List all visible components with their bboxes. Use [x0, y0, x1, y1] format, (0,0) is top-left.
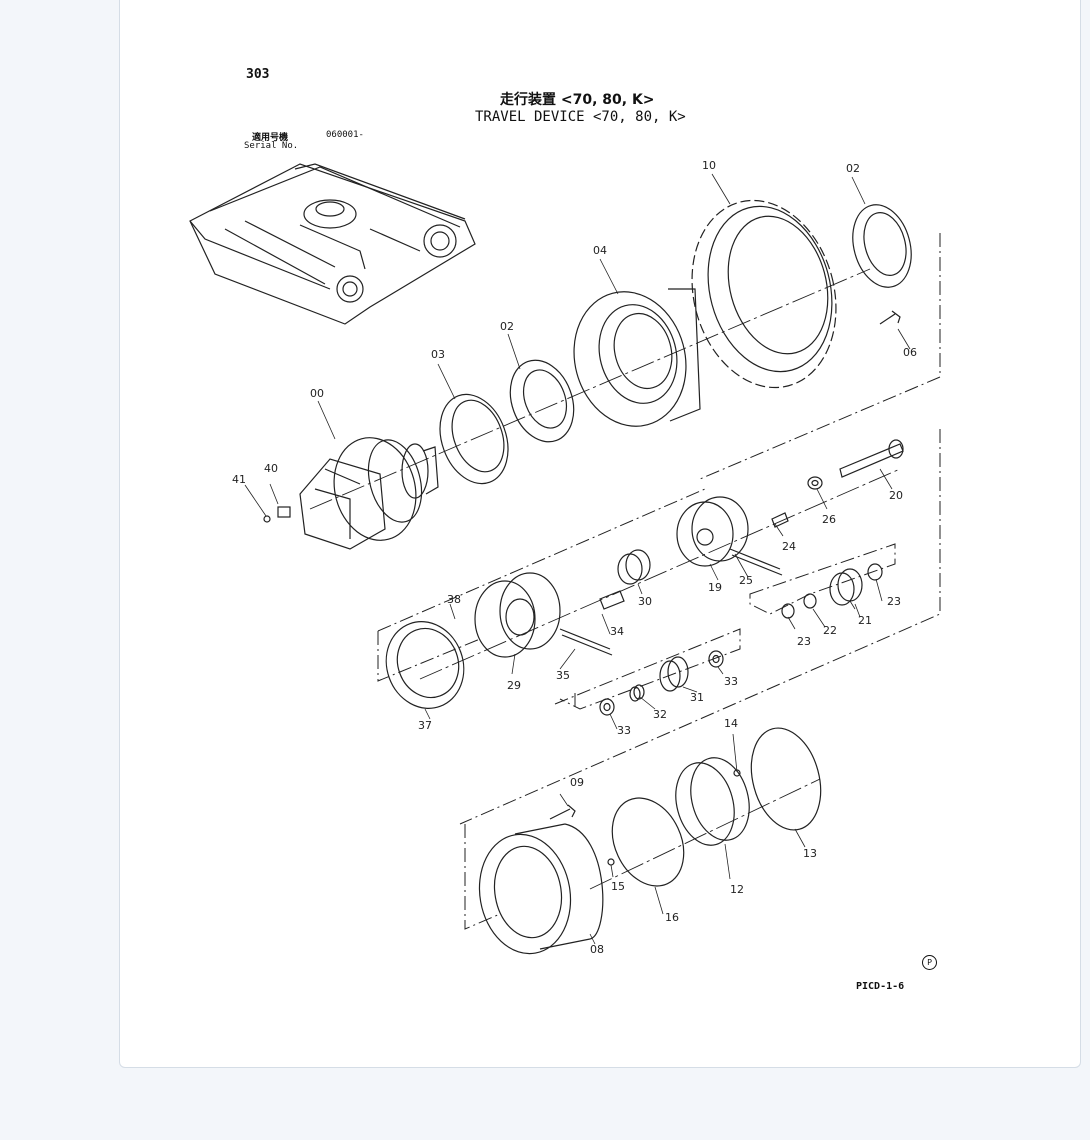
part-label-10: 10 [702, 159, 716, 172]
part-label-21: 21 [858, 614, 872, 627]
part-label-26: 26 [822, 513, 836, 526]
part-label-34: 34 [610, 625, 624, 638]
part-label-35: 35 [556, 669, 570, 682]
serial-label-english: Serial No. [244, 141, 299, 151]
part-label-23-right: 23 [887, 595, 901, 608]
document-card: 00 02 02 03 04 06 08 09 10 12 13 14 15 1… [119, 0, 1081, 1068]
parts-diagram-sheet: 00 02 02 03 04 06 08 09 10 12 13 14 15 1… [120, 0, 1080, 1067]
part-label-00: 00 [310, 387, 324, 400]
part-label-32: 32 [653, 708, 667, 721]
ring-gear-08 [478, 823, 604, 955]
part-label-23-left: 23 [797, 635, 811, 648]
carrier-19 [676, 496, 789, 576]
drawing-code: PICD-1-6 [856, 981, 905, 992]
part-label-37: 37 [418, 719, 432, 732]
housing-04 [573, 288, 701, 427]
part-label-08: 08 [590, 943, 604, 956]
part-label-40: 40 [264, 462, 278, 475]
part-label-19: 19 [708, 581, 722, 594]
part-label-33-upper: 33 [724, 675, 738, 688]
part-label-09: 09 [570, 776, 584, 789]
part-label-20: 20 [889, 489, 903, 502]
part-label-29: 29 [507, 679, 521, 692]
part-label-38: 38 [447, 593, 461, 606]
part-label-16: 16 [665, 911, 679, 924]
part-label-41: 41 [232, 473, 246, 486]
part-label-06: 06 [903, 346, 917, 359]
part-label-31: 31 [690, 691, 704, 704]
seal-03 [439, 393, 509, 485]
carrier-29 [474, 572, 625, 658]
sprocket-10 [691, 199, 837, 389]
part-label-12: 12 [730, 883, 744, 896]
bearing-02-lower [509, 359, 575, 443]
part-number-labels: 00 02 02 03 04 06 08 09 10 12 13 14 15 1… [232, 159, 917, 956]
bearing-02-upper [852, 204, 912, 288]
undercarriage-frame [189, 163, 476, 325]
part-label-14: 14 [724, 717, 738, 730]
part-label-13: 13 [803, 847, 817, 860]
part-label-33-lower: 33 [617, 724, 631, 737]
title-english: TRAVEL DEVICE <70, 80, K> [475, 109, 686, 125]
serial-label-japanese: 適用号機 [252, 133, 289, 143]
exploded-view-drawing: 00 02 02 03 04 06 08 09 10 12 13 14 15 1… [189, 159, 941, 956]
serial-number-value: 060001- [326, 130, 364, 140]
part-label-15: 15 [611, 880, 625, 893]
part-label-02-lower: 02 [500, 320, 514, 333]
part-label-02-upper: 02 [846, 162, 860, 175]
part-label-24: 24 [782, 540, 796, 553]
title-japanese: 走行装置 <70, 80, K> [500, 92, 655, 108]
part-label-22: 22 [823, 624, 837, 637]
part-label-04: 04 [593, 244, 607, 257]
corner-mark: P [922, 955, 937, 970]
page-number: 303 [246, 67, 270, 82]
part-label-30: 30 [638, 595, 652, 608]
travel-motor-00 [263, 437, 439, 550]
part-label-03: 03 [431, 348, 445, 361]
part-label-25: 25 [739, 574, 753, 587]
